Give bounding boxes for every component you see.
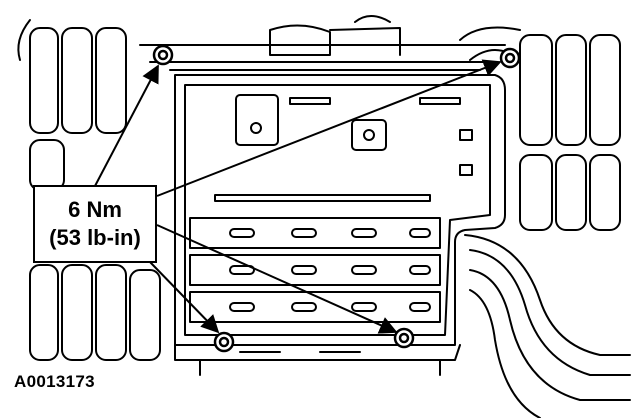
top-right-bolt-icon (499, 47, 521, 69)
filter-cover-body (174, 74, 506, 346)
cooler-lines (464, 234, 631, 418)
cover-ribs (189, 217, 441, 323)
top-rail (139, 15, 506, 71)
figure-id: A0013173 (14, 372, 95, 391)
bottom-right-bolt-icon (393, 327, 415, 349)
bottom-left-bolt-icon (213, 331, 235, 353)
top-left-bolt-icon (152, 44, 174, 66)
leader-bottom-left (149, 261, 220, 334)
bottom-flange (174, 344, 461, 376)
torque-callout: 6 Nm (53 lb-in) (33, 185, 157, 263)
leader-top-right (156, 59, 502, 197)
bolts (152, 44, 521, 353)
leader-lines (94, 59, 502, 334)
right-frame-panels (459, 26, 621, 231)
leader-top-left (94, 64, 159, 187)
torque-lbin-label: (53 lb-in) (49, 225, 141, 250)
torque-nm-label: 6 Nm (68, 197, 122, 222)
leader-bottom-right (156, 224, 398, 334)
